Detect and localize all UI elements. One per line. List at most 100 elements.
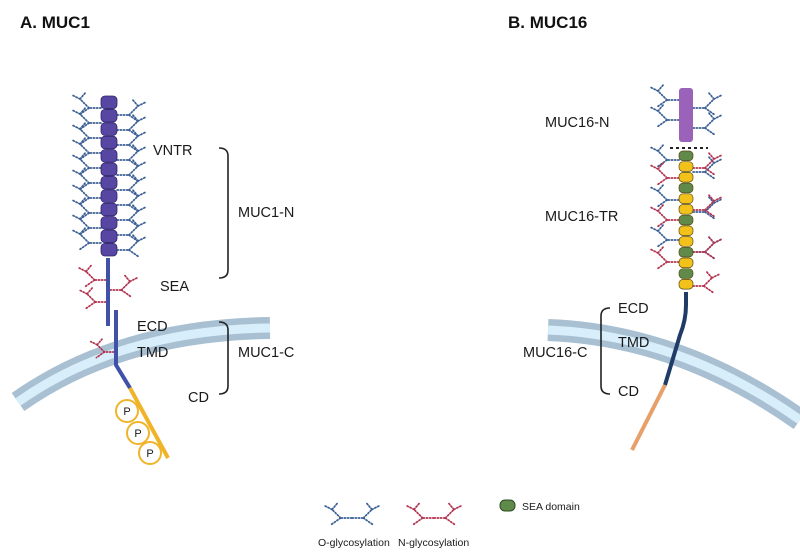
glycan-icon bbox=[649, 161, 680, 186]
membrane-muc16 bbox=[547, 319, 800, 429]
glycan-icon bbox=[692, 155, 723, 180]
muc1-phospho-site: P bbox=[126, 421, 150, 445]
vntr-repeat bbox=[100, 109, 118, 123]
tandem-repeat bbox=[678, 172, 694, 183]
glycan-icon bbox=[323, 501, 353, 526]
glycan-icon bbox=[116, 233, 147, 258]
muc16-tr-label: MUC16-TR bbox=[545, 209, 618, 225]
sea-domain bbox=[678, 214, 694, 226]
muc1-c-bracket bbox=[218, 321, 229, 395]
vntr-repeat bbox=[100, 135, 118, 150]
muc16-tmd-label: TMD bbox=[618, 335, 649, 351]
phospho-label: P bbox=[123, 406, 130, 418]
legend-o-glycosylation-label: O-glycosylation bbox=[318, 537, 390, 549]
muc1-n-label: MUC1-N bbox=[238, 205, 294, 221]
glycan-icon bbox=[89, 338, 115, 359]
muc1-c-stalk bbox=[114, 310, 132, 390]
glycan-icon bbox=[71, 166, 102, 191]
glycan-icon bbox=[649, 245, 680, 270]
muc1-vntr-label: VNTR bbox=[153, 143, 192, 159]
glycan-icon bbox=[692, 111, 723, 136]
glycan-icon bbox=[109, 273, 139, 298]
glycan-icon bbox=[71, 91, 102, 116]
glycan-icon bbox=[71, 226, 102, 251]
muc1-phospho-site: P bbox=[138, 441, 162, 465]
glycan-icon bbox=[71, 196, 102, 221]
glycan-icon bbox=[692, 91, 723, 116]
panel-b-title: B. MUC16 bbox=[508, 13, 587, 32]
muc16-c-stalk bbox=[663, 292, 688, 386]
glycan-icon bbox=[71, 181, 102, 206]
muc16-n-label: MUC16-N bbox=[545, 115, 609, 131]
muc16-c-label: MUC16-C bbox=[523, 345, 587, 361]
glycan-icon bbox=[405, 501, 435, 526]
glycan-icon bbox=[116, 188, 147, 213]
glycan-icon bbox=[351, 501, 381, 526]
sea-domain bbox=[678, 268, 694, 279]
muc1-c-label: MUC1-C bbox=[238, 345, 294, 361]
legend: O-glycosylation N-glycosylation SEA doma… bbox=[318, 499, 580, 549]
glycan-icon bbox=[692, 235, 723, 260]
muc1-tmd-label: TMD bbox=[137, 345, 168, 361]
tandem-repeat bbox=[678, 236, 694, 247]
glycan-icon bbox=[649, 83, 680, 108]
vntr-repeat bbox=[100, 122, 118, 136]
glycan-icon bbox=[649, 143, 680, 168]
tandem-repeat bbox=[678, 257, 694, 269]
vntr-repeat bbox=[100, 229, 118, 244]
glycan-icon bbox=[649, 103, 680, 128]
vntr-repeat bbox=[100, 162, 118, 177]
muc1-molecule bbox=[100, 95, 170, 459]
muc16-ecd-label: ECD bbox=[618, 301, 649, 317]
muc16-cd-label: CD bbox=[618, 384, 639, 400]
vntr-repeat bbox=[100, 95, 118, 110]
sea-domain bbox=[678, 246, 694, 258]
muc1-sea-label: SEA bbox=[160, 279, 189, 295]
muc1-n-bracket bbox=[218, 147, 229, 279]
muc1-n-glycosylation bbox=[77, 263, 139, 359]
muc16-tandem-repeats bbox=[678, 150, 694, 290]
muc16-molecule bbox=[630, 88, 708, 451]
glycan-icon bbox=[116, 128, 147, 153]
muc1-o-glycosylation bbox=[71, 91, 147, 258]
muc1-cd-label: CD bbox=[188, 390, 209, 406]
glycan-icon bbox=[692, 193, 723, 218]
tandem-repeat bbox=[678, 161, 694, 172]
membrane-muc1 bbox=[11, 317, 271, 411]
glycan-icon bbox=[116, 173, 147, 198]
muc1-vntr-repeats bbox=[100, 95, 118, 257]
muc16-n-domain bbox=[679, 88, 693, 142]
sea-domain bbox=[678, 150, 694, 162]
vntr-repeat bbox=[100, 175, 118, 190]
phospho-label: P bbox=[146, 448, 153, 460]
phospho-label: P bbox=[134, 428, 141, 440]
muc1-ecd-label: ECD bbox=[137, 319, 168, 335]
muc16-n-glycosylation bbox=[649, 151, 723, 294]
muc16-cytoplasmic-tail bbox=[630, 384, 667, 451]
glycan-icon bbox=[649, 203, 680, 228]
o-glycosylation-icon bbox=[323, 501, 381, 526]
n-glycosylation-icon bbox=[405, 501, 463, 526]
muc1-phospho-site: P bbox=[115, 399, 139, 423]
tandem-repeat bbox=[678, 193, 694, 204]
muc16-c-bracket bbox=[600, 307, 611, 395]
vntr-repeat bbox=[100, 202, 118, 217]
glycan-icon bbox=[692, 270, 720, 294]
glycan-icon bbox=[79, 286, 107, 310]
sea-domain-icon bbox=[499, 499, 516, 512]
panel-a-title: A. MUC1 bbox=[20, 13, 90, 32]
vntr-repeat bbox=[100, 149, 118, 163]
muc1-cytoplasmic-tail bbox=[128, 387, 170, 459]
glycan-icon bbox=[649, 223, 680, 248]
tandem-repeat bbox=[678, 204, 694, 215]
vntr-repeat bbox=[100, 189, 118, 203]
glycan-icon bbox=[649, 183, 680, 208]
glycan-icon bbox=[116, 218, 147, 243]
vntr-repeat bbox=[100, 216, 118, 230]
glycan-icon bbox=[692, 235, 723, 260]
glycan-icon bbox=[77, 263, 107, 288]
legend-n-glycosylation-label: N-glycosylation bbox=[398, 537, 469, 549]
glycan-icon bbox=[692, 151, 723, 176]
legend-sea-domain-label: SEA domain bbox=[522, 501, 580, 513]
